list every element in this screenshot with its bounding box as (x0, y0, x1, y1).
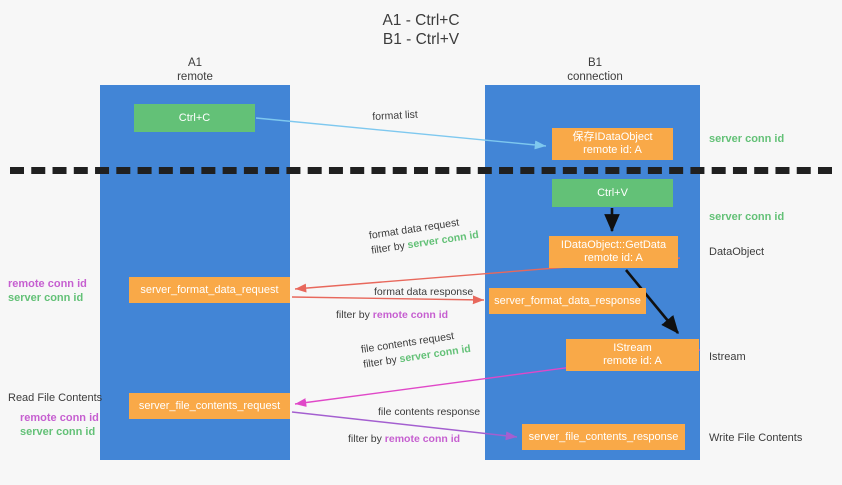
edge-label-file-contents-response-filter-prefix: filter by (348, 433, 385, 445)
edge-label-format-data-response: format data response filter by remote co… (336, 285, 473, 323)
lane-header-a1: A1 remote (140, 57, 250, 84)
lane-header-a1-name: A1 (187, 57, 203, 69)
box-ctrl-c[interactable]: Ctrl+C (134, 104, 255, 132)
box-idataobject-getdata[interactable]: IDataObject::GetData remote id: A (549, 236, 678, 268)
annotation-server-conn-id-mid: server conn id (709, 210, 784, 224)
annotation-read-file-contents-label: Read File Contents (8, 392, 103, 404)
edge-label-format-data-response-filter: filter by remote conn id (336, 308, 473, 323)
lane-header-b1-name: B1 (587, 57, 603, 69)
box-store-idataobject[interactable]: 保存IDataObject remote id: A (552, 128, 673, 160)
annotation-istream-label: Istream (709, 351, 746, 363)
box-istream[interactable]: IStream remote id: A (566, 339, 699, 371)
box-server-file-contents-request[interactable]: server_file_contents_request (129, 393, 290, 419)
box-istream-line2: remote id: A (603, 355, 662, 367)
annotation-server-conn-id-top-label: server conn id (709, 133, 785, 145)
edge-label-format-data-response-text: format data response (374, 286, 474, 298)
annotation-left-conn-ids-top: remote conn id server conn id (8, 277, 87, 305)
edge-label-format-data-response-filter-key: remote conn id (372, 309, 449, 321)
box-store-idataobject-line2: remote id: A (583, 144, 642, 156)
annotation-left-remote-conn-id-top: remote conn id (8, 278, 87, 290)
edge-label-format-list: format list (372, 108, 418, 125)
annotation-istream: Istream (709, 350, 746, 364)
lane-header-a1-sub: remote (177, 70, 213, 83)
annotation-left-remote-conn-id-bottom: remote conn id (20, 412, 99, 424)
box-server-file-contents-response[interactable]: server_file_contents_response (522, 424, 685, 450)
box-istream-line1: IStream (613, 342, 652, 354)
edge-label-file-contents-request: file contents request filter by server c… (360, 327, 472, 373)
edge-label-file-contents-response-text: file contents response (378, 406, 481, 418)
title-line-1: A1 - Ctrl+C (382, 12, 460, 29)
box-ctrl-c-label: Ctrl+C (178, 111, 211, 124)
box-server-format-data-response[interactable]: server_format_data_response (489, 288, 646, 314)
annotation-dataobject: DataObject (709, 245, 764, 259)
edge-label-file-contents-response-filter: filter by remote conn id (348, 432, 480, 447)
box-ctrl-v-label: Ctrl+V (597, 186, 628, 199)
edge-label-file-contents-response-filter-key: remote conn id (384, 433, 461, 445)
annotation-dataobject-label: DataObject (709, 246, 765, 258)
lane-header-b1-sub: connection (567, 70, 623, 83)
box-server-file-contents-request-label: server_file_contents_request (138, 399, 281, 412)
box-idataobject-getdata-line2: remote id: A (584, 252, 643, 264)
title-line-2: B1 - Ctrl+V (382, 31, 460, 48)
annotation-write-file-contents-label: Write File Contents (709, 432, 803, 444)
edge-label-file-contents-request-filter-prefix: filter by (362, 353, 401, 371)
annotation-server-conn-id-top: server conn id (709, 132, 784, 146)
page-title: A1 - Ctrl+C B1 - Ctrl+V (0, 11, 842, 49)
box-server-format-data-request-label: server_format_data_request (140, 283, 279, 296)
edge-label-format-data-request: format data request filter by server con… (368, 213, 480, 259)
box-server-format-data-request[interactable]: server_format_data_request (129, 277, 290, 303)
annotation-left-server-conn-id-top: server conn id (8, 292, 84, 304)
box-ctrl-v[interactable]: Ctrl+V (552, 179, 673, 207)
box-server-file-contents-response-label: server_file_contents_response (528, 430, 679, 443)
annotation-server-conn-id-mid-label: server conn id (709, 211, 785, 223)
edge-label-format-data-response-filter-prefix: filter by (336, 309, 373, 321)
box-store-idataobject-line1: 保存IDataObject (572, 131, 653, 143)
annotation-write-file-contents: Write File Contents (709, 431, 802, 445)
edge-label-format-data-request-filter-prefix: filter by (370, 239, 409, 257)
annotation-left-server-conn-id-bottom: server conn id (20, 426, 96, 438)
edge-label-file-contents-response: file contents response filter by remote … (348, 405, 480, 447)
box-server-format-data-response-label: server_format_data_response (494, 294, 641, 307)
annotation-left-read-file-contents: Read File Contents remote conn id server… (8, 391, 102, 439)
edge-label-format-list-text: format list (372, 108, 419, 123)
lane-header-b1: B1 connection (540, 57, 650, 84)
box-idataobject-getdata-line1: IDataObject::GetData (560, 239, 667, 251)
divider-dashed-line (10, 167, 832, 174)
